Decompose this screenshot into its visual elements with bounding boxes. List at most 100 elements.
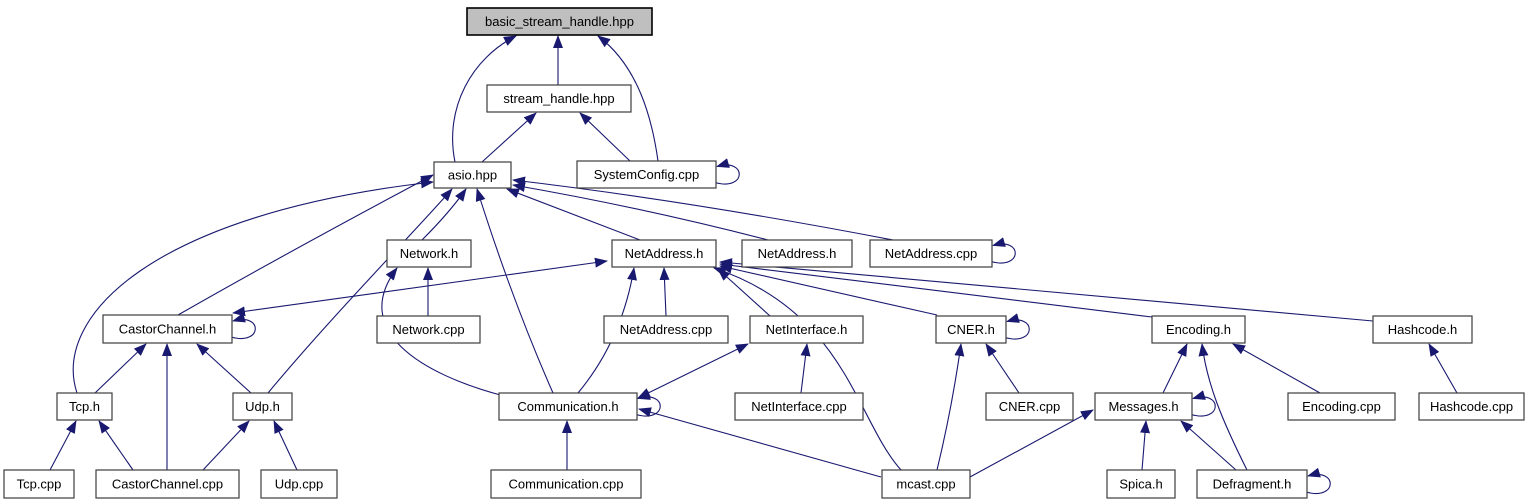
node-NetAddress_h_1[interactable]: NetAddress.h <box>611 239 717 268</box>
node-NetInterface_h[interactable]: NetInterface.h <box>749 315 864 344</box>
node-box-mcast_cpp[interactable] <box>881 469 971 499</box>
node-Defragment_h[interactable]: Defragment.h <box>1196 469 1308 499</box>
node-label-Udp_cpp: Udp.cpp <box>275 477 323 492</box>
node-box-Encoding_cpp[interactable] <box>1287 392 1396 421</box>
node-box-asio_hpp[interactable] <box>433 161 512 189</box>
edge-NetInterface_h-to-NetAddress_h_1 <box>717 268 771 317</box>
node-box-NetInterface_cpp[interactable] <box>734 392 864 421</box>
node-Tcp_cpp[interactable]: Tcp.cpp <box>3 469 75 499</box>
edge-CNER_cpp-to-CNER_h <box>985 343 1020 394</box>
node-label-Udp_h: Udp.h <box>245 399 280 414</box>
node-box-CastorChannel_h[interactable] <box>102 314 233 344</box>
node-label-stream_handle_hpp: stream_handle.hpp <box>503 91 614 106</box>
edges-layer <box>49 35 1458 495</box>
node-label-Network_h: Network.h <box>400 246 459 261</box>
edge-NetAddress_cpp_top-to-asio_hpp <box>512 176 894 241</box>
edge-CNER_h-to-NetAddress_h_1 <box>719 263 938 316</box>
node-Network_h[interactable]: Network.h <box>386 239 472 268</box>
node-Hashcode_h[interactable]: Hashcode.h <box>1372 315 1473 344</box>
node-CastorChannel_h[interactable]: CastorChannel.h <box>102 314 233 344</box>
node-Encoding_cpp[interactable]: Encoding.cpp <box>1287 392 1396 421</box>
node-box-Communication_h[interactable] <box>498 392 638 421</box>
node-Udp_cpp[interactable]: Udp.cpp <box>260 469 338 499</box>
node-CNER_h[interactable]: CNER.h <box>935 315 1007 344</box>
edge-Udp_h-to-CastorChannel_h <box>196 343 252 394</box>
edge-mcast_cpp-to-NetAddress_h_1 <box>713 267 902 471</box>
node-box-Messages_h[interactable] <box>1094 392 1193 421</box>
node-label-NetInterface_cpp: NetInterface.cpp <box>751 399 846 414</box>
node-Communication_h[interactable]: Communication.h <box>498 392 638 421</box>
node-box-CastorChannel_cpp[interactable] <box>95 469 240 499</box>
edge-asio_hpp-to-basic_stream_handle_hpp <box>452 35 517 163</box>
edge-mcast_cpp-to-CNER_h <box>936 343 965 471</box>
node-Tcp_h[interactable]: Tcp.h <box>56 392 113 421</box>
node-CNER_cpp[interactable]: CNER.cpp <box>985 392 1074 421</box>
node-Encoding_h[interactable]: Encoding.h <box>1151 315 1246 344</box>
node-NetAddress_cpp_mid[interactable]: NetAddress.cpp <box>603 315 729 344</box>
node-box-Udp_h[interactable] <box>232 392 293 421</box>
node-NetAddress_h_2[interactable]: NetAddress.h <box>741 239 853 268</box>
node-label-Messages_h: Messages.h <box>1108 399 1178 414</box>
edge-CastorChannel_cpp-to-Udp_h <box>202 420 250 471</box>
node-label-CNER_cpp: CNER.cpp <box>999 399 1060 414</box>
edge-Tcp_h-to-asio_hpp <box>72 178 434 394</box>
node-box-NetAddress_h_2[interactable] <box>741 239 853 268</box>
node-box-NetAddress_cpp_mid[interactable] <box>603 315 729 344</box>
edge-CastorChannel_h-to-asio_hpp <box>177 174 434 316</box>
edge-Udp_h-to-asio_hpp <box>267 188 453 394</box>
edge-Encoding_cpp-to-Encoding_h <box>1232 343 1321 394</box>
node-Communication_cpp[interactable]: Communication.cpp <box>490 469 642 499</box>
node-Spica_h[interactable]: Spica.h <box>1106 469 1176 499</box>
self-loop-edge-CNER_h <box>1004 313 1030 340</box>
node-NetAddress_cpp_top[interactable]: NetAddress.cpp <box>869 239 993 268</box>
node-box-stream_handle_hpp[interactable] <box>486 84 632 113</box>
node-box-Hashcode_h[interactable] <box>1372 315 1473 344</box>
node-basic_stream_handle_hpp[interactable]: basic_stream_handle.hpp <box>466 7 653 36</box>
node-box-SystemConfig_cpp[interactable] <box>576 160 717 189</box>
edge-Hashcode_h-to-NetAddress_h_1 <box>719 258 1374 322</box>
node-box-Udp_cpp[interactable] <box>260 469 338 499</box>
node-CastorChannel_cpp[interactable]: CastorChannel.cpp <box>95 469 240 499</box>
node-box-NetInterface_h[interactable] <box>749 315 864 344</box>
node-box-CNER_h[interactable] <box>935 315 1007 344</box>
node-box-Spica_h[interactable] <box>1106 469 1176 499</box>
node-Udp_h[interactable]: Udp.h <box>232 392 293 421</box>
edge-Tcp_h-to-CastorChannel_h <box>94 343 147 394</box>
node-label-mcast_cpp: mcast.cpp <box>896 477 955 492</box>
node-box-Communication_cpp[interactable] <box>490 469 642 499</box>
node-box-CNER_cpp[interactable] <box>985 392 1074 421</box>
node-box-Hashcode_cpp[interactable] <box>1418 392 1525 421</box>
self-loop-edge-Defragment_h <box>1305 467 1331 495</box>
node-Messages_h[interactable]: Messages.h <box>1094 392 1193 421</box>
node-label-NetInterface_h: NetInterface.h <box>766 322 848 337</box>
node-asio_hpp[interactable]: asio.hpp <box>433 161 512 189</box>
edge-Communication_h-to-asio_hpp <box>475 188 554 394</box>
node-label-Tcp_h: Tcp.h <box>69 399 100 414</box>
node-box-NetAddress_h_1[interactable] <box>611 239 717 268</box>
edge-SystemConfig_cpp-to-stream_handle_hpp <box>579 112 631 162</box>
node-stream_handle_hpp[interactable]: stream_handle.hpp <box>486 84 632 113</box>
node-box-Encoding_h[interactable] <box>1151 315 1246 344</box>
node-SystemConfig_cpp[interactable]: SystemConfig.cpp <box>576 160 717 189</box>
edge-Network_h-to-asio_hpp <box>421 188 467 241</box>
node-mcast_cpp[interactable]: mcast.cpp <box>881 469 971 499</box>
self-loop-edge-Messages_h <box>1190 390 1216 417</box>
edge-CastorChannel_cpp-to-Tcp_h <box>98 420 134 471</box>
edge-Tcp_cpp-to-Tcp_h <box>49 420 77 471</box>
node-box-Defragment_h[interactable] <box>1196 469 1308 499</box>
node-box-Tcp_cpp[interactable] <box>3 469 75 499</box>
node-Hashcode_cpp[interactable]: Hashcode.cpp <box>1418 392 1525 421</box>
node-label-CastorChannel_h: CastorChannel.h <box>119 322 217 337</box>
node-label-SystemConfig_cpp: SystemConfig.cpp <box>594 167 700 182</box>
node-box-basic_stream_handle_hpp[interactable] <box>466 7 653 36</box>
edge-NetAddress_cpp_mid-to-NetAddress_h_1 <box>659 267 670 317</box>
node-box-Network_h[interactable] <box>386 239 472 268</box>
edge-Encoding_h-to-NetAddress_h_1 <box>719 260 1153 318</box>
node-label-NetAddress_h_1: NetAddress.h <box>625 246 704 261</box>
node-box-NetAddress_cpp_top[interactable] <box>869 239 993 268</box>
node-NetInterface_cpp[interactable]: NetInterface.cpp <box>734 392 864 421</box>
node-Network_cpp[interactable]: Network.cpp <box>376 315 481 344</box>
node-box-Network_cpp[interactable] <box>376 315 481 344</box>
node-box-Tcp_h[interactable] <box>56 392 113 421</box>
